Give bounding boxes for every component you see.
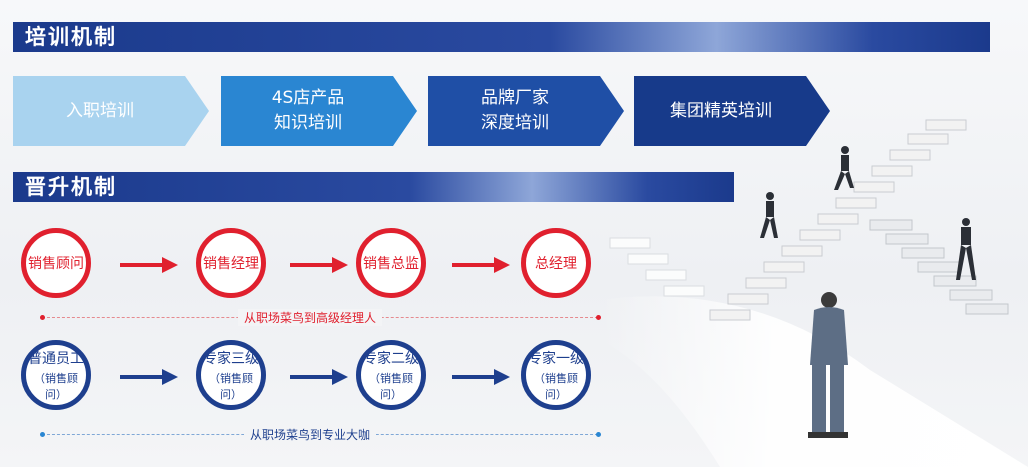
- stage-sublabel: （销售顾问）: [34, 372, 78, 401]
- stage-label: 专家一级: [528, 351, 584, 367]
- blue-arrow-right-icon: [290, 369, 348, 385]
- training-step-brand-depth: 品牌厂家 深度培训: [428, 76, 624, 146]
- stage-label: 专家三级: [203, 351, 259, 367]
- stage-sublabel: （销售顾问）: [534, 372, 578, 401]
- training-step-group-elite: 集团精英培训: [634, 76, 830, 146]
- blue-arrow-right-icon: [452, 369, 510, 385]
- divider-dot: [596, 432, 601, 437]
- training-step-onboarding: 入职培训: [13, 76, 209, 146]
- stage-general-manager: 总经理: [521, 228, 591, 298]
- staircase-illustration: [600, 119, 1028, 467]
- stage-sales-consultant: 销售顾问: [21, 228, 91, 298]
- stage-label: 专家二级: [363, 351, 419, 367]
- red-arrow-right-icon: [290, 257, 348, 273]
- step-label-line2: 知识培训: [273, 113, 342, 133]
- red-arrow-right-icon: [120, 257, 178, 273]
- training-section-title: 培训机制: [13, 22, 990, 52]
- stage-sales-director: 销售总监: [356, 228, 426, 298]
- promotion-section-title: 晋升机制: [13, 172, 734, 202]
- divider-dot: [40, 315, 45, 320]
- training-step-product-knowledge: 4S店产品 知识培训: [221, 76, 417, 146]
- step-label-line1: 品牌厂家: [481, 88, 549, 109]
- management-track-caption: 从职场菜鸟到高级经理人: [238, 309, 383, 326]
- stage-expert-level-3: 专家三级 （销售顾问）: [196, 340, 266, 410]
- blue-arrow-right-icon: [120, 369, 178, 385]
- stage-expert-level-1: 专家一级 （销售顾问）: [521, 340, 591, 410]
- professional-track-caption: 从职场菜鸟到专业大咖: [244, 426, 377, 443]
- red-arrow-right-icon: [452, 257, 510, 273]
- step-label-line2: 深度培训: [481, 113, 549, 133]
- divider-dot: [40, 432, 45, 437]
- stage-label: 销售总监: [363, 256, 419, 272]
- stage-expert-level-2: 专家二级 （销售顾问）: [356, 340, 426, 410]
- stage-label: 销售顾问: [28, 256, 84, 272]
- stage-sublabel: （销售顾问）: [209, 372, 253, 401]
- divider-dot: [596, 315, 601, 320]
- stage-sales-manager: 销售经理: [196, 228, 266, 298]
- stage-sublabel: （销售顾问）: [369, 372, 413, 401]
- step-label: 入职培训: [66, 100, 134, 121]
- step-label: 集团精英培训: [670, 100, 772, 121]
- stage-label: 销售经理: [203, 256, 259, 272]
- stage-regular-staff: 普通员工 （销售顾问）: [21, 340, 91, 410]
- stage-label: 普通员工: [28, 351, 84, 367]
- step-label-line1: 4S店产品: [271, 88, 345, 109]
- stage-label: 总经理: [535, 256, 577, 272]
